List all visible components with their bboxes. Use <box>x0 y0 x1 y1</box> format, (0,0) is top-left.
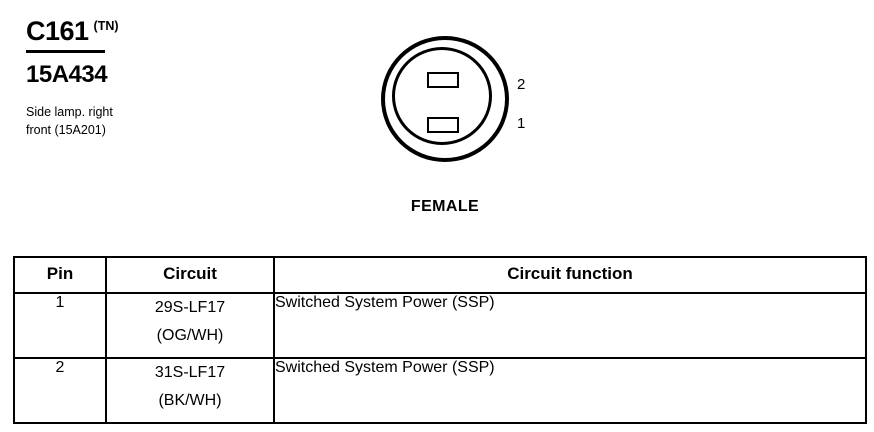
circuit-color-code: (OG/WH) <box>156 327 224 344</box>
column-header-pin: Pin <box>13 256 107 294</box>
cell-pin: 1 <box>13 292 107 359</box>
cell-circuit-function: Switched System Power (SSP) <box>273 357 867 424</box>
connector-part-number: 15A434 <box>26 60 108 88</box>
connector-description-line-1: Side lamp. right <box>26 104 113 119</box>
connector-id: C161 <box>26 16 89 46</box>
connector-id-row: C161 (TN) <box>26 18 276 45</box>
terminal-slot-pin-2-icon <box>427 72 459 88</box>
table-row: 1 29S-LF17 (OG/WH) Switched System Power… <box>13 292 867 359</box>
connector-description-line-2: front (15A201) <box>26 122 106 137</box>
connector-header-block: C161 (TN) 15A434 Side lamp. right front (… <box>26 18 276 139</box>
column-header-circuit-function: Circuit function <box>273 256 867 294</box>
cell-pin: 2 <box>13 357 107 424</box>
cell-circuit: 31S-LF17 (BK/WH) <box>105 357 275 424</box>
table-row: 2 31S-LF17 (BK/WH) Switched System Power… <box>13 357 867 424</box>
connector-face-diagram: 2 1 <box>381 36 525 162</box>
connector-type-label: FEMALE <box>410 198 480 215</box>
cell-circuit: 29S-LF17 (OG/WH) <box>105 292 275 359</box>
pin-callout-1: 1 <box>517 115 526 132</box>
circuit-code: 31S-LF17 <box>154 364 226 381</box>
connector-inner-ring-icon <box>392 47 492 145</box>
connector-outer-ring-icon <box>381 36 509 162</box>
connector-description: Side lamp. right front (15A201) <box>26 103 276 139</box>
connector-id-underline <box>26 50 105 53</box>
pin-callout-2: 2 <box>517 76 526 93</box>
circuit-code: 29S-LF17 <box>154 299 226 316</box>
connector-color-code: (TN) <box>93 18 119 33</box>
column-header-circuit: Circuit <box>105 256 275 294</box>
table-header-row: Pin Circuit Circuit function <box>13 256 867 294</box>
terminal-slot-pin-1-icon <box>427 117 459 133</box>
pin-assignment-table: Pin Circuit Circuit function 1 29S-LF17 … <box>13 256 867 424</box>
cell-circuit-function: Switched System Power (SSP) <box>273 292 867 359</box>
circuit-color-code: (BK/WH) <box>158 392 222 409</box>
